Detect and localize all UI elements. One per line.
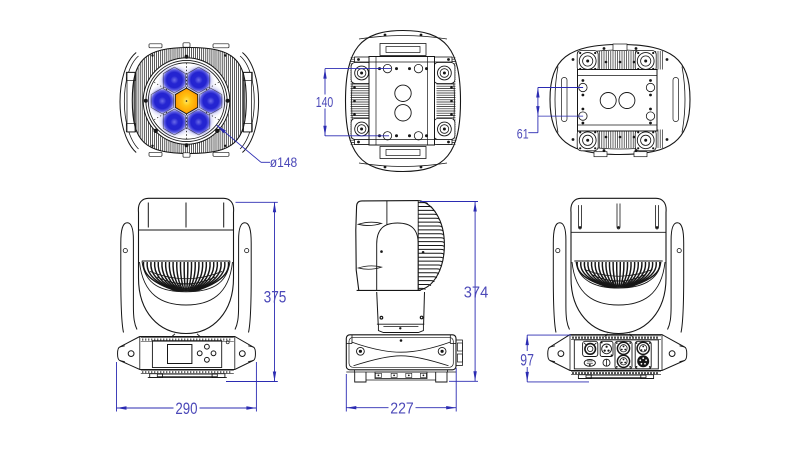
svg-text:290: 290	[175, 399, 197, 418]
svg-text:97: 97	[520, 350, 534, 369]
svg-text:227: 227	[390, 401, 414, 418]
svg-text:ø148: ø148	[270, 154, 298, 170]
svg-text:140: 140	[316, 94, 334, 111]
svg-text:61: 61	[517, 127, 529, 142]
svg-text:375: 375	[264, 288, 287, 307]
svg-text:374: 374	[464, 285, 489, 302]
